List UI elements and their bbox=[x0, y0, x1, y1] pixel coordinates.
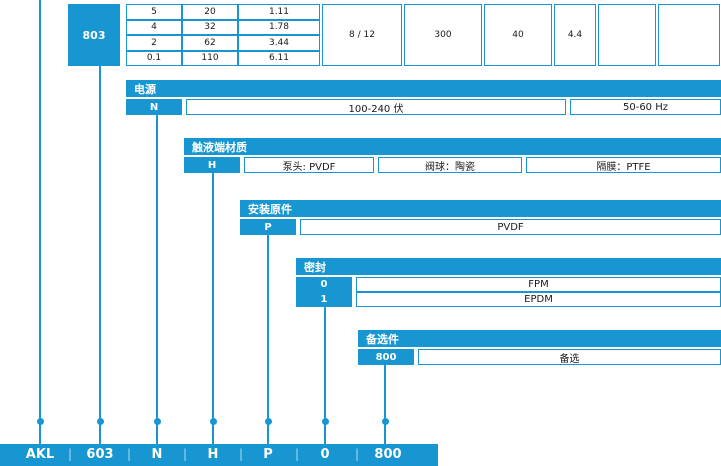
connector-dot-akl bbox=[36, 418, 44, 425]
mounting-material-cell: PVDF bbox=[300, 219, 721, 235]
section-header-power: 电源 bbox=[126, 80, 721, 97]
connector-line-800 bbox=[384, 364, 386, 444]
connector-line-akl bbox=[39, 0, 41, 444]
code-segment-603: 603 bbox=[86, 447, 114, 462]
connector-line-h bbox=[212, 172, 214, 444]
code-segment-800: 800 bbox=[374, 447, 402, 462]
table-merged-cell bbox=[598, 4, 656, 66]
table-cell: 62 bbox=[182, 35, 238, 51]
table-merged-cell: 4.4 bbox=[554, 4, 596, 66]
connector-dot-800 bbox=[381, 418, 389, 425]
connector-dot-n bbox=[153, 418, 161, 425]
table-merged-cell: 300 bbox=[404, 4, 482, 66]
code-segment-akl: AKL bbox=[25, 447, 55, 462]
table-cell: 2 bbox=[126, 35, 182, 51]
section-header-mounting: 安装原件 bbox=[240, 200, 721, 217]
seal-code-box-1: 1 bbox=[296, 292, 352, 307]
code-segment-0: 0 bbox=[320, 447, 330, 462]
section-header-options: 备选件 bbox=[358, 330, 721, 347]
code-separator: | bbox=[354, 447, 360, 461]
table-cell: 1.11 bbox=[238, 4, 320, 20]
section-header-seal: 密封 bbox=[296, 258, 721, 275]
table-merged-cell: 40 bbox=[484, 4, 552, 66]
section-header-wetted-material: 触液端材质 bbox=[184, 138, 721, 155]
wetted-diaphragm-cell: 隔膜：PTFE bbox=[526, 157, 721, 173]
connector-line-p bbox=[267, 234, 269, 444]
table-cell: 20 bbox=[182, 4, 238, 20]
code-separator: | bbox=[294, 447, 300, 461]
table-cell: 1.78 bbox=[238, 19, 320, 35]
mounting-code-box: P bbox=[240, 219, 296, 235]
code-segment-n: N bbox=[151, 447, 163, 462]
table-cell: 32 bbox=[182, 19, 238, 35]
code-segment-p: P bbox=[263, 447, 273, 462]
connector-dot-h bbox=[209, 418, 217, 425]
code-segment-h: H bbox=[207, 447, 219, 462]
identity-code-bar: AKL | 603 | N | H | P | 0 | 800 bbox=[0, 444, 438, 466]
table-merged-cell: 8 / 12 bbox=[322, 4, 402, 66]
code-separator: | bbox=[238, 447, 244, 461]
table-cell: 110 bbox=[182, 50, 238, 66]
pump-type-code-box: 803 bbox=[68, 4, 120, 66]
options-code-box: 800 bbox=[358, 349, 414, 365]
seal-material-cell-fpm: FPM bbox=[356, 277, 721, 292]
table-cell: 4 bbox=[126, 19, 182, 35]
connector-line-n bbox=[156, 114, 158, 444]
seal-code-box-0: 0 bbox=[296, 277, 352, 292]
code-separator: | bbox=[126, 447, 132, 461]
connector-dot-p bbox=[264, 418, 272, 425]
table-merged-cell bbox=[658, 4, 720, 66]
code-separator: | bbox=[182, 447, 188, 461]
options-value-cell: 备选 bbox=[418, 349, 721, 365]
wetted-pump-head-cell: 泵头: PVDF bbox=[244, 157, 374, 173]
code-separator: | bbox=[67, 447, 73, 461]
table-cell: 6.11 bbox=[238, 50, 320, 66]
power-voltage-cell: 100-240 伏 bbox=[186, 99, 566, 115]
power-code-box: N bbox=[126, 99, 182, 115]
wetted-valve-ball-cell: 阀球：陶瓷 bbox=[378, 157, 522, 173]
table-cell: 3.44 bbox=[238, 35, 320, 51]
wetted-code-box: H bbox=[184, 157, 240, 173]
connector-line-0 bbox=[324, 306, 326, 444]
connector-dot-603 bbox=[96, 418, 104, 425]
power-frequency-cell: 50-60 Hz bbox=[570, 99, 721, 115]
connector-line-603 bbox=[99, 66, 101, 444]
table-cell: 5 bbox=[126, 4, 182, 20]
table-cell: 0.1 bbox=[126, 50, 182, 66]
seal-material-cell-epdm: EPDM bbox=[356, 292, 721, 307]
connector-dot-0 bbox=[321, 418, 329, 425]
